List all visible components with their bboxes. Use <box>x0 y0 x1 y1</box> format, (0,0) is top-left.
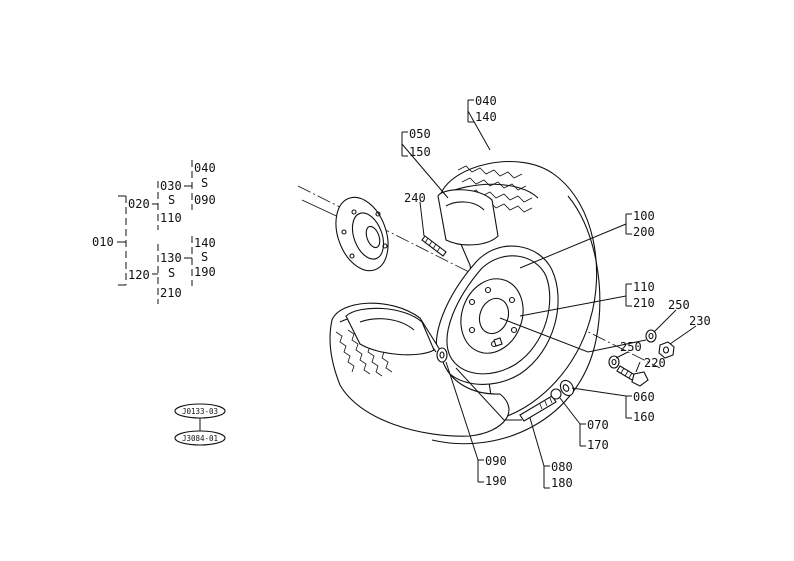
tree-node-110: 110 <box>160 211 182 225</box>
tree-tilde-140: S <box>201 250 208 264</box>
callout-labels: 040 140 050 150 240 100 200 110 210 250 … <box>404 94 711 490</box>
tree-node-210: 210 <box>160 286 182 300</box>
callout-250-upper: 250 <box>668 298 690 312</box>
callout-140: 140 <box>475 110 497 124</box>
tree-node-010: 010 <box>92 235 114 249</box>
callout-220: 220 <box>644 356 666 370</box>
callout-090: 090 <box>485 454 507 468</box>
stamp-top-text: J0133-03 <box>182 407 218 416</box>
tree-node-020: 020 <box>128 197 150 211</box>
callout-110: 110 <box>633 280 655 294</box>
part-hierarchy-tree: 010 020 030 S 110 040 S 090 120 130 S 21… <box>92 160 216 304</box>
inner-tube-upper <box>437 189 499 246</box>
tree-node-030: 030 <box>160 179 182 193</box>
callout-200: 200 <box>633 225 655 239</box>
hub-flange <box>335 196 389 272</box>
valve-extension <box>519 388 562 422</box>
wheel-assembly-drawing <box>297 161 675 445</box>
tree-node-140: 140 <box>194 236 216 250</box>
callout-170: 170 <box>587 438 609 452</box>
stamp-bottom-text: J3084-01 <box>182 434 218 443</box>
stud-bolt <box>421 235 447 257</box>
tree-tilde-040: S <box>201 176 208 190</box>
inner-tube-lower <box>345 307 435 356</box>
callout-180: 180 <box>551 476 573 490</box>
wheel-nut <box>658 341 675 359</box>
tree-tilde-130: S <box>168 266 175 280</box>
tree-node-190: 190 <box>194 265 216 279</box>
tree-node-130: 130 <box>160 251 182 265</box>
callout-080: 080 <box>551 460 573 474</box>
callout-210: 210 <box>633 296 655 310</box>
callout-100: 100 <box>633 209 655 223</box>
callout-230: 230 <box>689 314 711 328</box>
tree-node-040: 040 <box>194 161 216 175</box>
washer-lower <box>608 355 620 369</box>
callout-leaders <box>401 99 697 489</box>
tree-node-090: 090 <box>194 193 216 207</box>
callout-070: 070 <box>587 418 609 432</box>
callout-190: 190 <box>485 474 507 488</box>
callout-150: 150 <box>409 145 431 159</box>
washer-upper <box>645 329 657 343</box>
callout-050: 050 <box>409 127 431 141</box>
valve-stem <box>436 347 448 363</box>
callout-250-lower: 250 <box>620 340 642 354</box>
stamp-bottom-oval <box>174 430 226 446</box>
callout-040: 040 <box>475 94 497 108</box>
tree-node-120: 120 <box>128 268 150 282</box>
wheel-bolt <box>616 365 649 387</box>
callout-160: 160 <box>633 410 655 424</box>
callout-240: 240 <box>404 191 426 205</box>
tree-tilde-030: S <box>168 193 175 207</box>
reference-stamps: J0133-03 J3084-01 <box>174 403 226 446</box>
callout-060: 060 <box>633 390 655 404</box>
valve-cap <box>559 379 575 397</box>
